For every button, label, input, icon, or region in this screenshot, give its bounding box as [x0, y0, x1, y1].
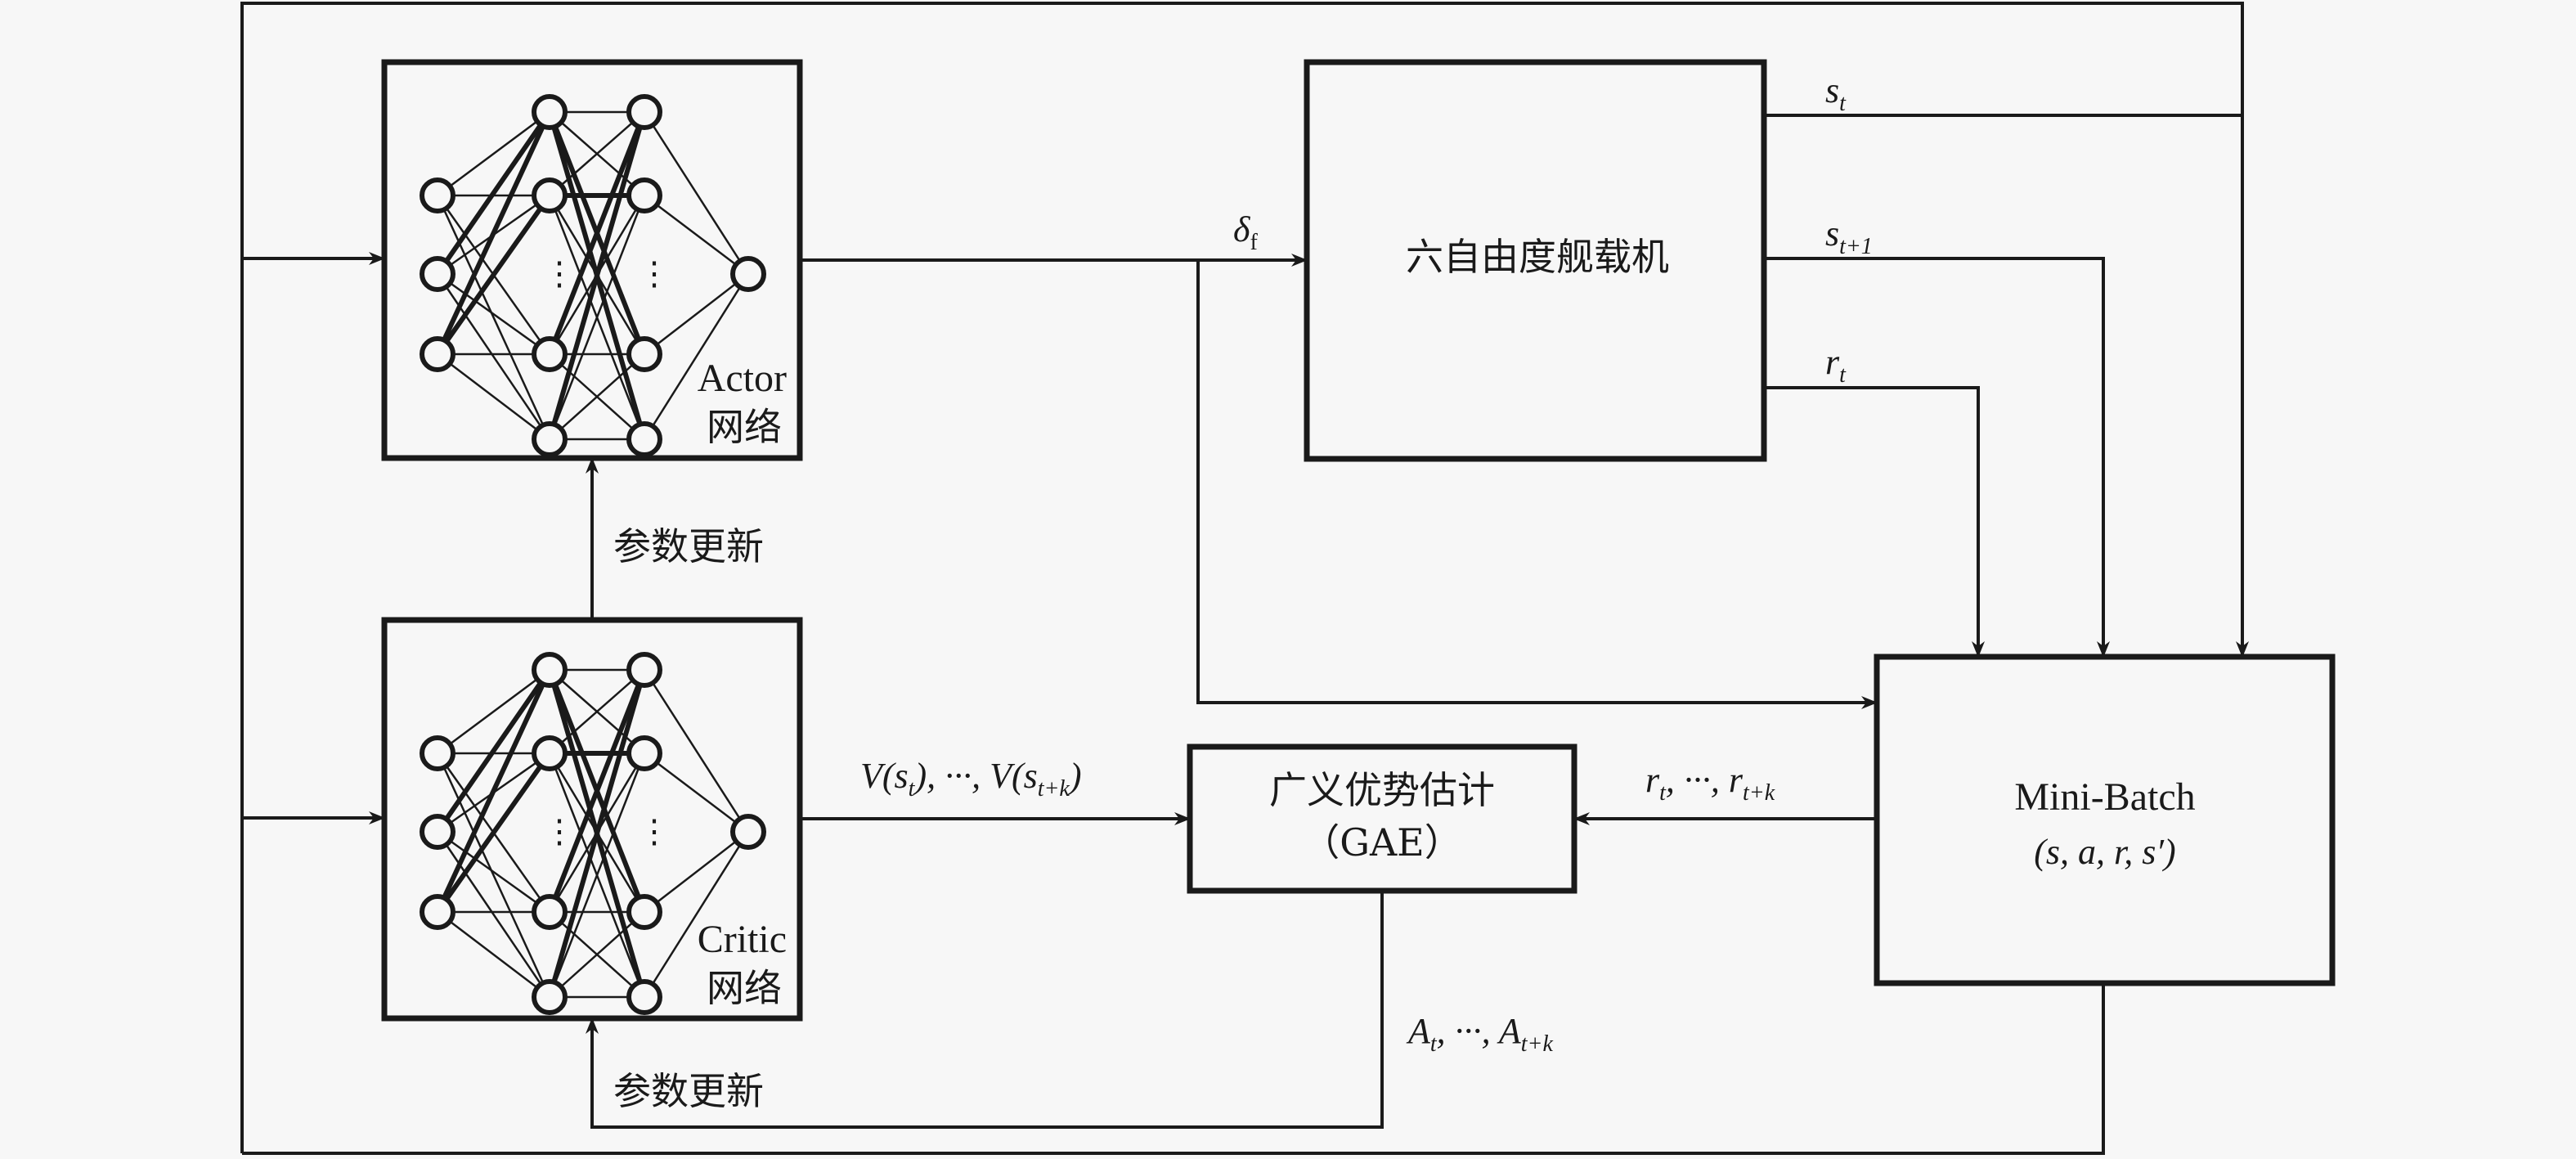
- ellipsis-icon: ⋮: [543, 255, 576, 292]
- ellipsis-icon: ⋮: [638, 255, 671, 292]
- net-edge: [548, 752, 646, 998]
- critic-param-update-label: 参数更新: [613, 1069, 764, 1113]
- actor-label-zh: 网络: [707, 405, 782, 449]
- actor-neural-net-icon: ⋮⋮: [420, 94, 766, 457]
- net-edge: [549, 111, 645, 196]
- net-node: [626, 735, 662, 771]
- reward-label: rt: [1825, 342, 1847, 388]
- net-node: [626, 652, 662, 688]
- net-edge: [549, 911, 645, 998]
- state-label: st: [1825, 70, 1847, 116]
- net-node: [532, 336, 568, 372]
- state-feedback-line: [240, 2, 2249, 1153]
- action-to-minibatch-arrow: [1196, 260, 1878, 709]
- actor-param-update-label: 参数更新: [613, 524, 764, 568]
- net-edge: [547, 668, 647, 914]
- net-node: [626, 94, 662, 130]
- net-edge: [435, 194, 552, 356]
- reward-arrow: [1764, 386, 1985, 658]
- next-state-arrow: [1764, 257, 2110, 658]
- net-edge: [547, 110, 647, 356]
- net-edge: [437, 353, 550, 440]
- net-edge: [644, 752, 749, 833]
- critic-label-zh: 网络: [707, 966, 782, 1010]
- next-state-label: st+1: [1825, 213, 1873, 259]
- gae-label-en: （GAE）: [1302, 820, 1462, 865]
- net-node: [420, 336, 456, 372]
- net-node: [626, 177, 662, 213]
- net-edge: [436, 831, 551, 998]
- net-node: [532, 177, 568, 213]
- action-label: δf: [1233, 209, 1258, 255]
- net-edge: [549, 669, 645, 754]
- net-node: [626, 894, 662, 930]
- net-edge: [437, 911, 550, 998]
- net-edge: [436, 752, 551, 998]
- aircraft-label: 六自由度舰载机: [1406, 235, 1669, 279]
- net-edge: [435, 752, 552, 914]
- net-edge: [548, 195, 646, 440]
- net-edge: [643, 831, 750, 998]
- net-node: [626, 979, 662, 1015]
- net-node: [532, 979, 568, 1015]
- net-node: [626, 336, 662, 372]
- ellipsis-icon: ⋮: [543, 813, 576, 850]
- net-node: [626, 421, 662, 457]
- values-label: V(st), ···, V(st+k): [860, 756, 1082, 802]
- net-edge: [547, 669, 647, 998]
- minibatch-tuple: (s, a, r, s′): [2034, 832, 2175, 872]
- net-node: [420, 894, 456, 930]
- advantages-arrow: [586, 891, 1384, 1129]
- net-node: [730, 256, 766, 292]
- net-node: [420, 814, 456, 850]
- net-edge: [437, 668, 550, 755]
- gae-label-zh: 广义优势估计: [1269, 768, 1495, 812]
- net-node: [532, 94, 568, 130]
- net-edge: [435, 110, 552, 356]
- net-edge: [435, 110, 552, 276]
- minibatch-to-networks-line: [242, 983, 2105, 1155]
- net-node: [730, 814, 766, 850]
- net-edge: [435, 668, 552, 914]
- net-node: [420, 177, 456, 213]
- net-edge: [436, 273, 551, 440]
- net-edge: [644, 831, 749, 913]
- advantages-label: At, ···, At+k: [1406, 1011, 1553, 1057]
- net-edge: [549, 353, 645, 440]
- net-node: [532, 735, 568, 771]
- net-edge: [437, 830, 550, 914]
- net-edge: [643, 273, 750, 440]
- net-edge: [643, 111, 750, 275]
- net-edge: [644, 195, 749, 275]
- minibatch-box: [1874, 654, 2336, 986]
- net-edge: [643, 669, 750, 833]
- net-edge: [437, 272, 550, 356]
- net-node: [532, 421, 568, 457]
- critic-neural-net-icon: ⋮⋮: [420, 652, 766, 1015]
- net-node: [420, 735, 456, 771]
- net-edge: [437, 110, 550, 197]
- net-node: [420, 256, 456, 292]
- net-edge: [435, 668, 552, 833]
- gae-box: [1187, 743, 1577, 894]
- ellipsis-icon: ⋮: [638, 813, 671, 850]
- rewards-seq-label: rt, ···, rt+k: [1645, 760, 1775, 806]
- net-node: [532, 894, 568, 930]
- minibatch-title: Mini-Batch: [2014, 775, 2195, 819]
- net-edge: [436, 195, 551, 440]
- net-edge: [547, 111, 647, 440]
- actor-label: Actor: [698, 357, 787, 400]
- aircraft-6dof-box: [1304, 59, 1767, 462]
- net-node: [532, 652, 568, 688]
- net-edge: [644, 273, 749, 355]
- critic-label: Critic: [698, 918, 787, 961]
